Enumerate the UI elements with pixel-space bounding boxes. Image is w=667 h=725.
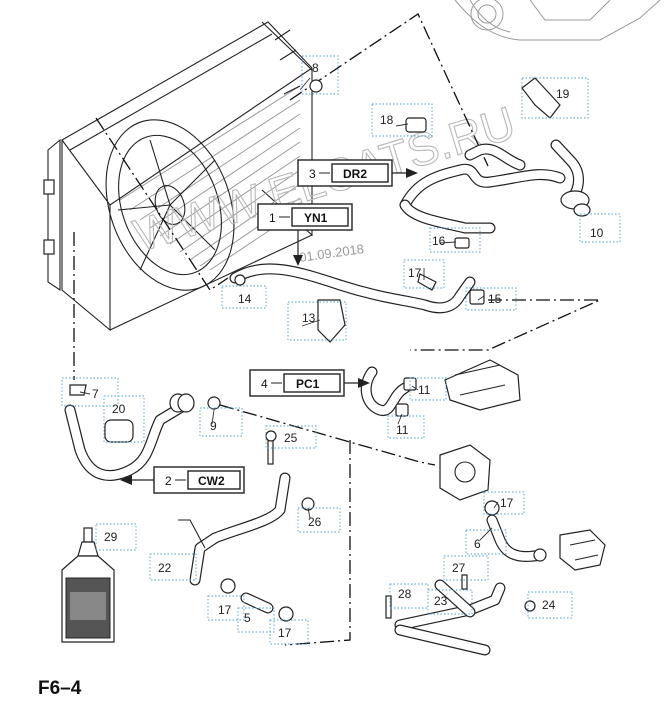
callout-10: 10 <box>579 213 621 243</box>
svg-text:13: 13 <box>302 311 316 325</box>
svg-text:11: 11 <box>396 423 409 437</box>
pipe-22 <box>178 472 291 586</box>
vehicle-silhouette <box>454 0 661 41</box>
svg-text:27: 27 <box>452 561 466 575</box>
callout-6: 6 <box>465 529 507 555</box>
hose-cw2 <box>64 399 191 481</box>
hose-pc1 <box>360 366 411 416</box>
callout-20: 18 <box>371 103 433 137</box>
svg-text:5: 5 <box>244 611 251 625</box>
callout-11a: 11 <box>409 377 447 401</box>
svg-text:28: 28 <box>398 587 412 601</box>
svg-text:24: 24 <box>542 598 556 612</box>
callout-18: 17 <box>403 259 445 289</box>
callout-26: 24 <box>527 591 573 619</box>
callout-9: 9 <box>199 407 243 437</box>
callout-7: 7 <box>61 377 119 407</box>
small-parts <box>69 77 606 622</box>
callout-27: 28 <box>389 583 429 609</box>
code-label-dr2-code: DR2 <box>343 167 367 181</box>
hose-yn1 <box>229 263 476 314</box>
hose-5 <box>240 592 274 614</box>
svg-text:10: 10 <box>590 226 604 240</box>
svg-text:22: 22 <box>158 561 172 575</box>
svg-text:19: 19 <box>556 87 570 101</box>
callout-16: 17 <box>483 491 525 515</box>
pipe-23 <box>394 579 506 656</box>
callout-14: 14 <box>221 285 267 309</box>
svg-text:14: 14 <box>238 292 252 306</box>
figure-label: F6–4 <box>38 678 82 699</box>
svg-text:7: 7 <box>92 387 99 401</box>
callout-24: 25 <box>265 425 317 449</box>
code-label-yn1-code: YN1 <box>304 211 328 225</box>
callout-8: 8 <box>301 55 339 95</box>
callout-22: 22 <box>149 553 197 581</box>
svg-text:6: 6 <box>474 537 481 551</box>
callout-29: 29 <box>95 523 137 551</box>
svg-text:23: 23 <box>434 594 448 608</box>
callout-11b: 11 <box>387 415 425 439</box>
code-label-pc1-code: PC1 <box>296 377 320 391</box>
fluid-bottle <box>61 527 115 643</box>
code-label-pc1-index: 4 <box>261 377 268 391</box>
callout-28: 27 <box>443 555 489 581</box>
callout-23: 23 <box>427 589 473 615</box>
svg-text:17: 17 <box>218 603 232 617</box>
callout-13: 15 <box>465 287 517 311</box>
code-label-yn1: 1 YN1 <box>257 203 353 266</box>
callout-19: 20 <box>103 395 145 443</box>
code-label-cw2: 2 CW2 <box>120 466 245 494</box>
callout-15: 16 <box>429 227 481 253</box>
svg-text:9: 9 <box>210 419 217 433</box>
svg-text:29: 29 <box>104 530 118 544</box>
hose-6 <box>486 514 546 562</box>
watermark-date: 01.09.2018 <box>298 241 365 265</box>
code-label-cw2-code: CW2 <box>198 474 225 488</box>
callout-5: 5 <box>237 607 275 633</box>
code-label-dr2: 3 DR2 <box>297 159 418 187</box>
svg-text:25: 25 <box>284 431 298 445</box>
leader-lines <box>79 77 499 541</box>
svg-text:16: 16 <box>432 234 446 248</box>
svg-text:17: 17 <box>500 496 514 510</box>
code-label-pc1: 4 PC1 <box>249 369 370 397</box>
code-label-dr2-index: 3 <box>309 167 316 181</box>
callout-21: 19 <box>521 77 589 119</box>
svg-text:15: 15 <box>488 292 502 306</box>
callout-17a: 17 <box>207 595 245 621</box>
callout-17b: 17 <box>269 619 309 645</box>
connection-lines <box>73 13 601 646</box>
svg-text:11: 11 <box>418 383 431 397</box>
code-label-yn1-index: 1 <box>269 211 276 225</box>
code-label-cw2-index: 2 <box>165 474 172 488</box>
callout-12: 13 <box>287 301 347 341</box>
svg-text:20: 20 <box>112 402 126 416</box>
callout-25: 26 <box>297 507 341 533</box>
svg-text:17: 17 <box>278 626 292 640</box>
svg-text:17: 17 <box>408 266 422 280</box>
svg-text:8: 8 <box>312 61 319 75</box>
svg-text:26: 26 <box>308 515 322 529</box>
svg-text:18: 18 <box>380 113 394 127</box>
